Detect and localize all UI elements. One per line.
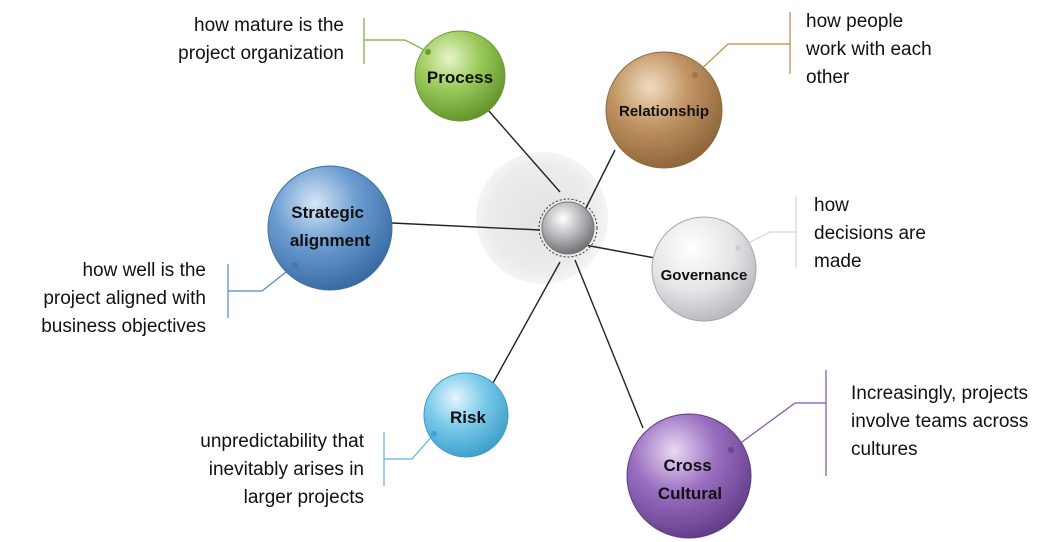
connector-risk bbox=[492, 261, 561, 384]
desc-relationship: how people work with each other bbox=[806, 11, 932, 88]
hub-circle bbox=[541, 201, 595, 255]
node-strategic-label: Strategic alignment bbox=[290, 203, 371, 250]
connectors bbox=[391, 109, 656, 429]
callout-dots bbox=[292, 49, 741, 453]
desc-cross: Increasingly, projects involve teams acr… bbox=[851, 383, 1029, 460]
node-risk: Risk bbox=[423, 372, 509, 458]
node-process: Process bbox=[414, 30, 506, 122]
node-cross: Cross Cultural bbox=[626, 413, 752, 539]
callout-process bbox=[363, 18, 429, 64]
connector-process bbox=[487, 109, 561, 193]
desc-strategic: how well is the project aligned with bus… bbox=[41, 260, 206, 337]
desc-process: how mature is the project organization bbox=[178, 15, 344, 64]
callout-strategic bbox=[227, 264, 296, 318]
hub-ring bbox=[538, 198, 598, 258]
node-cross-label: Cross Cultural bbox=[658, 456, 722, 503]
node-governance: Governance bbox=[651, 216, 757, 322]
node-relationship-label: Relationship bbox=[619, 103, 709, 120]
connector-strategic bbox=[391, 222, 541, 231]
node-risk-label: Risk bbox=[450, 408, 486, 427]
node-process-label: Process bbox=[427, 68, 493, 87]
connector-cross bbox=[574, 259, 644, 429]
desc-governance: how decisions are made bbox=[814, 195, 926, 272]
connector-relationship bbox=[584, 149, 616, 211]
connector-governance bbox=[584, 244, 656, 259]
callout-relationship bbox=[694, 12, 791, 76]
node-strategic: Strategic alignment bbox=[267, 165, 393, 291]
node-governance-label: Governance bbox=[661, 267, 748, 284]
desc-risk: unpredictability that inevitably arises … bbox=[200, 431, 364, 508]
callout-risk bbox=[383, 432, 435, 486]
callout-cross bbox=[730, 370, 827, 476]
node-relationship: Relationship bbox=[605, 51, 723, 169]
